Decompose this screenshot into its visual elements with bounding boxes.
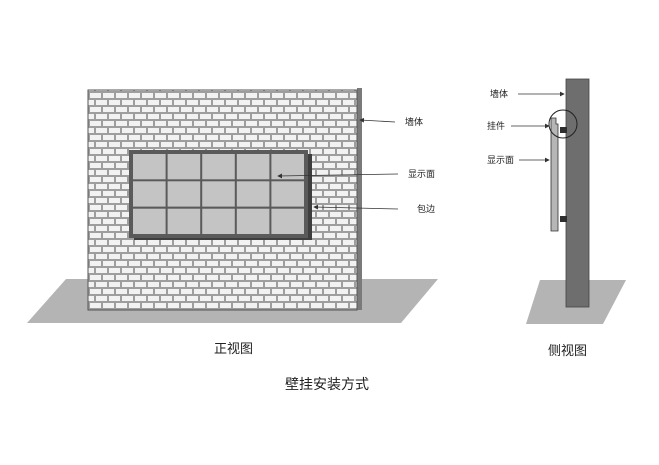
label-wall-front: 墙体 [405, 116, 423, 128]
front-wall-shadow [357, 88, 362, 310]
caption-side-view: 侧视图 [548, 344, 587, 359]
screen-panel [202, 208, 235, 234]
diagram-title: 壁挂安装方式 [285, 377, 369, 393]
screen-panel [167, 181, 201, 207]
label-edge-front: 包边 [417, 203, 435, 215]
screen-panel [271, 181, 304, 207]
leader-display [277, 173, 399, 179]
screen-panel [133, 154, 166, 180]
leader-wall [359, 117, 396, 123]
front-view: 墙体 显示面 包边 正视图 [27, 88, 438, 357]
label-display-side: 显示面 [487, 155, 514, 166]
side-view: 墙体 挂件 显示面 侧视图 [487, 78, 626, 359]
side-bracket-lower [560, 216, 567, 222]
screen-panel [202, 181, 235, 207]
screen-panel [133, 208, 166, 234]
leader-edge [313, 204, 399, 210]
label-wall-side: 墙体 [490, 88, 508, 100]
screen-panel [236, 154, 270, 180]
screen-panel [133, 181, 166, 207]
side-wall [565, 78, 590, 308]
label-bracket-side: 挂件 [487, 120, 505, 132]
screen-panel [236, 208, 270, 234]
screen-grid [133, 154, 304, 234]
label-display-front: 显示面 [408, 169, 435, 180]
screen-panel [202, 154, 235, 180]
screen-panel [271, 208, 304, 234]
side-display-panel [550, 117, 559, 232]
screen-panel [167, 208, 201, 234]
side-bracket [560, 127, 567, 133]
screen-panel [167, 154, 201, 180]
screen-panel [271, 154, 304, 180]
screen-panel [236, 181, 270, 207]
caption-front-view: 正视图 [214, 342, 253, 357]
